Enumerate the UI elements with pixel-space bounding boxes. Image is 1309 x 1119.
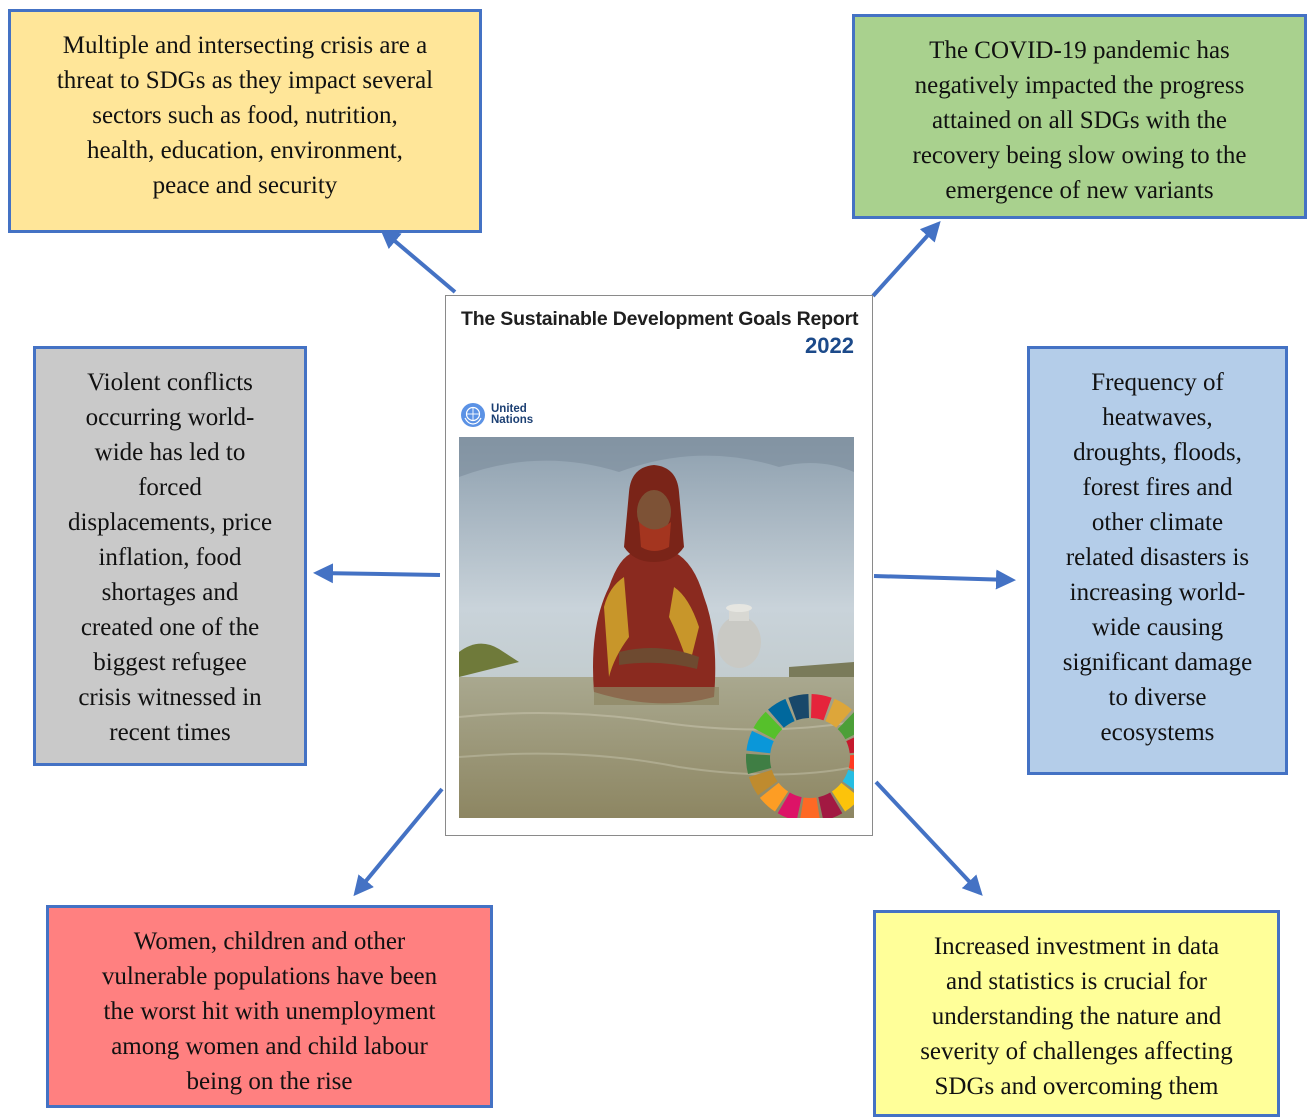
un-logo: United Nations bbox=[460, 402, 560, 432]
cover-year: 2022 bbox=[805, 333, 854, 358]
box-text: Frequency of heatwaves, droughts, floods… bbox=[1063, 365, 1253, 750]
sdg-wheel-segment bbox=[818, 792, 843, 818]
sdg-wheel-segment bbox=[788, 694, 809, 721]
box-text: Multiple and intersecting crisis are a t… bbox=[57, 28, 433, 203]
text-line: Violent conflicts bbox=[87, 369, 253, 396]
box-climate-disasters: Frequency of heatwaves, droughts, floods… bbox=[1027, 346, 1288, 775]
text-line: forest fires and bbox=[1082, 474, 1233, 501]
box-text: Increased investment in data and statist… bbox=[920, 929, 1233, 1104]
un-line-1: United bbox=[491, 403, 527, 415]
box-text: Violent conflicts occurring world- wide … bbox=[68, 365, 272, 750]
sdg-wheel-icon bbox=[746, 694, 854, 818]
sdg-wheel-segment bbox=[746, 730, 774, 754]
text-line: among women and child labour bbox=[111, 1033, 428, 1060]
sdg-wheel-segment bbox=[800, 797, 820, 818]
flood-woman-illustration bbox=[459, 437, 854, 818]
text-line: other climate bbox=[1091, 509, 1224, 536]
sdg-wheel-segment bbox=[846, 737, 854, 754]
arrow-to-top-right bbox=[871, 221, 941, 298]
sdg-wheel-segment bbox=[759, 782, 789, 812]
text-line: inflation, food bbox=[98, 544, 242, 571]
arrow-to-bottom-right bbox=[874, 780, 983, 896]
sdg-wheel-segment bbox=[748, 769, 778, 796]
text-line: attained on all SDGs with the bbox=[931, 107, 1228, 134]
text-line: crisis witnessed in bbox=[78, 684, 262, 711]
text-line: to diverse bbox=[1108, 684, 1207, 711]
box-data-investment: Increased investment in data and statist… bbox=[873, 910, 1280, 1117]
cover-photo bbox=[459, 437, 854, 818]
text-line: understanding the nature and bbox=[931, 1003, 1222, 1030]
arrow-to-top-left bbox=[379, 228, 457, 294]
text-line: related disasters is bbox=[1065, 544, 1250, 571]
text-line: sectors such as food, nutrition, bbox=[92, 102, 398, 129]
text-line: increasing world- bbox=[1069, 579, 1246, 606]
cover-title: The Sustainable Development Goals Report bbox=[461, 308, 859, 330]
text-line: occurring world- bbox=[85, 404, 255, 431]
sdg-wheel-segment bbox=[811, 694, 832, 721]
text-line: Women, children and other bbox=[133, 928, 406, 955]
text-line: Frequency of bbox=[1091, 369, 1224, 396]
sdg-wheel-segment bbox=[842, 769, 854, 790]
text-line: negatively impacted the progress bbox=[914, 72, 1245, 99]
text-line: shortages and bbox=[101, 579, 239, 606]
text-line: Multiple and intersecting crisis are a bbox=[62, 32, 428, 59]
text-line: severity of challenges affecting bbox=[920, 1038, 1233, 1065]
un-wordmark: United Nations bbox=[491, 403, 534, 426]
box-multiple-crises: Multiple and intersecting crisis are a t… bbox=[8, 9, 482, 233]
box-text: The COVID-19 pandemic has negatively imp… bbox=[913, 33, 1247, 208]
text-line: wide causing bbox=[1091, 614, 1224, 641]
text-line: created one of the bbox=[80, 614, 260, 641]
sdg-wheel-segment bbox=[825, 698, 852, 728]
arrow-to-bottom-left bbox=[353, 787, 444, 897]
text-line: displacements, price bbox=[67, 509, 273, 536]
text-line: emergence of new variants bbox=[945, 177, 1214, 204]
box-vulnerable-populations: Women, children and other vulnerable pop… bbox=[46, 905, 493, 1108]
text-line: health, education, environment, bbox=[87, 137, 403, 164]
text-line: SDGs and overcoming them bbox=[934, 1073, 1219, 1100]
text-line: recovery being slow owing to the bbox=[912, 142, 1247, 169]
text-line: droughts, floods, bbox=[1073, 439, 1242, 466]
sdg-wheel-segment bbox=[777, 792, 802, 818]
sdg-wheel-segment bbox=[753, 711, 783, 740]
sdg-wheel-segment bbox=[837, 712, 854, 740]
un-line-2: Nations bbox=[491, 414, 534, 426]
text-line: the worst hit with unemployment bbox=[103, 998, 436, 1025]
text-line: vulnerable populations have been bbox=[101, 963, 438, 990]
box-text: Women, children and other vulnerable pop… bbox=[102, 924, 437, 1099]
text-line: wide has led to bbox=[94, 439, 246, 466]
un-emblem-icon bbox=[461, 403, 485, 427]
text-line: and statistics is crucial for bbox=[945, 968, 1208, 995]
text-line: Increased investment in data bbox=[933, 933, 1220, 960]
text-line: The COVID-19 pandemic has bbox=[929, 37, 1230, 64]
sdg-wheel-segment bbox=[746, 753, 772, 774]
sdg-wheel-segment bbox=[831, 782, 854, 812]
text-line: heatwaves, bbox=[1102, 404, 1213, 431]
text-line: peace and security bbox=[152, 172, 338, 199]
text-line: ecosystems bbox=[1100, 719, 1215, 746]
box-violent-conflicts: Violent conflicts occurring world- wide … bbox=[33, 346, 307, 766]
arrow-to-middle-right bbox=[873, 569, 1016, 590]
text-line: threat to SDGs as they impact several bbox=[56, 67, 434, 94]
text-line: biggest refugee bbox=[93, 649, 247, 676]
sdg-wheel-segment bbox=[768, 698, 795, 728]
text-line: being on the rise bbox=[186, 1068, 353, 1095]
text-line: forced bbox=[138, 474, 202, 501]
text-line: recent times bbox=[109, 719, 231, 746]
report-cover: The Sustainable Development Goals Report… bbox=[445, 295, 873, 836]
text-line: significant damage bbox=[1062, 649, 1253, 676]
arrow-to-middle-left bbox=[313, 563, 441, 584]
sdg-wheel-segment bbox=[848, 755, 854, 770]
box-covid-impact: The COVID-19 pandemic has negatively imp… bbox=[852, 14, 1307, 219]
